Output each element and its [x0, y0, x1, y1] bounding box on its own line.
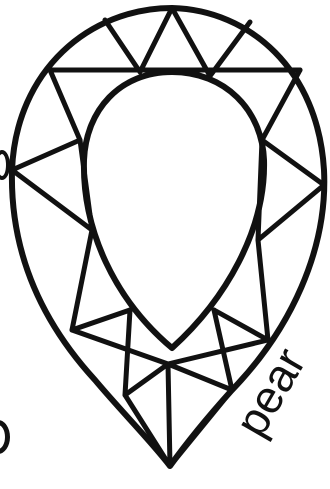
gem-table	[84, 72, 264, 348]
crown-facet	[262, 70, 300, 140]
pavilion-facet	[168, 364, 170, 466]
girdle-facet	[258, 140, 324, 240]
pavilion-facet	[125, 364, 232, 395]
crown-facet	[50, 70, 80, 140]
girdle-facet	[12, 140, 92, 230]
